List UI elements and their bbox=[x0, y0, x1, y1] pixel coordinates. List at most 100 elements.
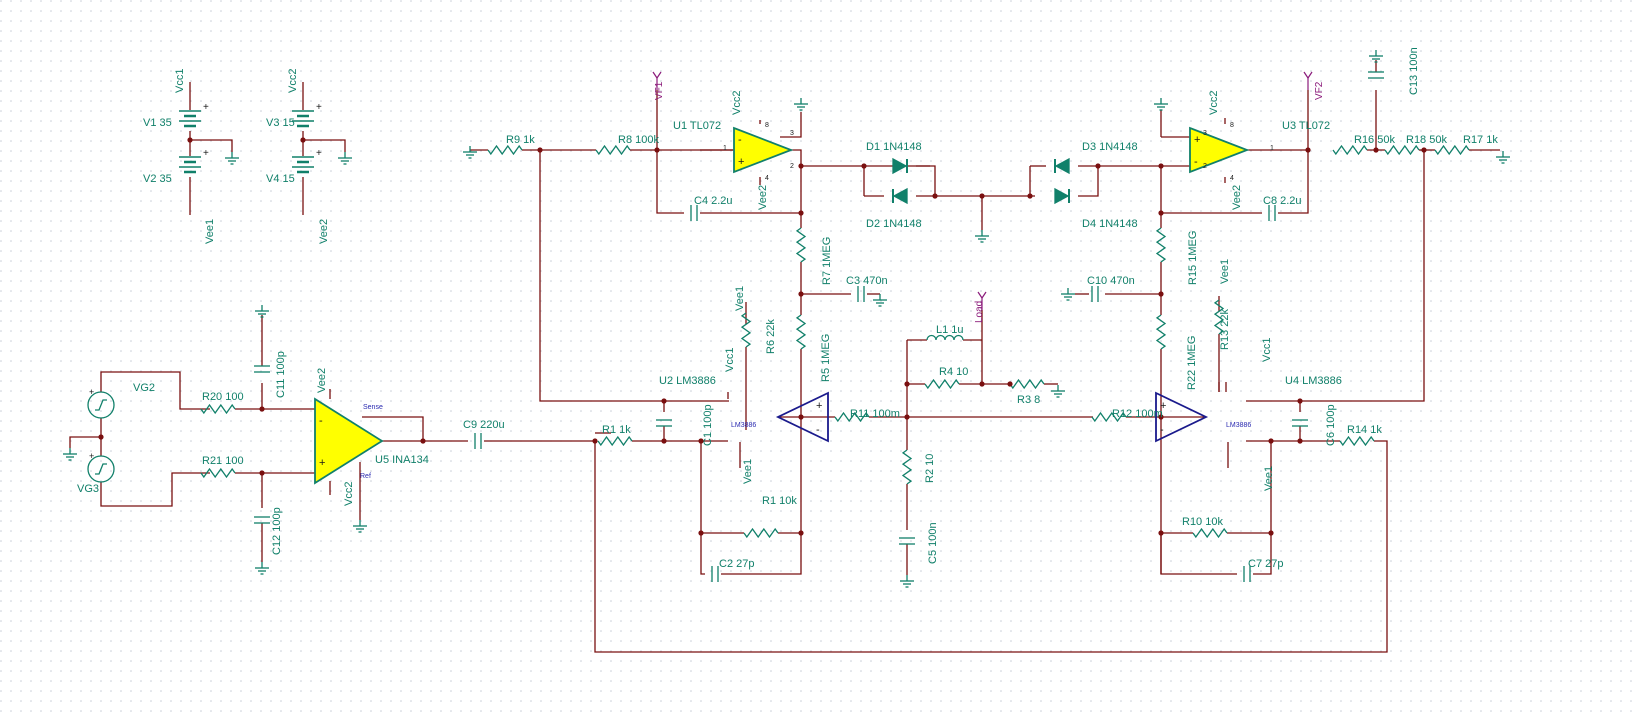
junction-dot bbox=[187, 137, 193, 143]
label-r16: R16 50k bbox=[1354, 134, 1395, 146]
resistor-r7 bbox=[795, 227, 807, 263]
label-u5-vee2: Vee2 bbox=[316, 368, 328, 393]
ina-pin-labels: Sense Ref bbox=[360, 404, 383, 480]
svg-text:+: + bbox=[816, 400, 822, 412]
resistor-r17 bbox=[1434, 144, 1470, 156]
junction-dot bbox=[592, 438, 598, 444]
junction-dot bbox=[904, 414, 910, 420]
label-r7: R7 1MEG bbox=[821, 237, 833, 285]
label-u4-vee1-top: Vee1 bbox=[1219, 259, 1231, 284]
label-v2: V2 35 bbox=[143, 173, 172, 185]
label-u1-vee2: Vee2 bbox=[757, 185, 769, 210]
label-c13: C13 100n bbox=[1408, 47, 1420, 95]
label-c2: C2 27p bbox=[719, 558, 754, 570]
u1-pin-4: 4 bbox=[765, 175, 769, 182]
resistor-r1b bbox=[743, 527, 779, 539]
capacitor-c8 bbox=[1268, 205, 1276, 221]
svg-text:+: + bbox=[316, 102, 322, 113]
junction-dot bbox=[904, 381, 910, 387]
label-d3: D3 1N4148 bbox=[1082, 141, 1138, 153]
label-l1: L1 1u bbox=[936, 324, 964, 336]
junction-dot bbox=[1158, 530, 1164, 536]
label-vcc2-top: Vcc2 bbox=[287, 69, 299, 93]
wire bbox=[69, 436, 101, 448]
svg-text:-: - bbox=[816, 424, 820, 436]
label-vg3: VG3 bbox=[77, 483, 99, 495]
opamp-u2: +- bbox=[775, 391, 829, 443]
label-u2-vee1-top: Vee1 bbox=[734, 286, 746, 311]
capacitor-c13 bbox=[1368, 71, 1384, 79]
label-d1: D1 1N4148 bbox=[866, 141, 922, 153]
diode-d3 bbox=[1054, 157, 1070, 175]
label-v3: V3 15 bbox=[266, 117, 295, 129]
capacitor-c6 bbox=[1292, 419, 1308, 427]
junction-dot bbox=[1305, 147, 1311, 153]
label-u5: U5 INA134 bbox=[375, 454, 429, 466]
pin-numbers: 1 3 2 8 4 3 2 1 8 4 bbox=[723, 122, 1274, 182]
junction-dot bbox=[300, 137, 306, 143]
resistor-r5 bbox=[795, 314, 807, 350]
capacitor-c1 bbox=[656, 419, 672, 427]
junction-dot bbox=[1007, 381, 1013, 387]
ground-r3 bbox=[1051, 385, 1065, 398]
wire bbox=[1270, 150, 1425, 402]
label-c11: C11 100p bbox=[275, 351, 287, 398]
wires bbox=[69, 60, 1500, 653]
junction-dot bbox=[1268, 530, 1274, 536]
diode-d4 bbox=[1054, 187, 1070, 205]
junction-dot bbox=[1373, 147, 1379, 153]
label-r1b: R1 10k bbox=[762, 495, 797, 507]
capacitor-c4 bbox=[690, 205, 698, 221]
battery-v1: + bbox=[179, 102, 209, 128]
ground-u3 bbox=[1154, 98, 1168, 111]
wire bbox=[1253, 533, 1272, 575]
resistor-r18 bbox=[1384, 144, 1420, 156]
resistor-r15 bbox=[1155, 227, 1167, 263]
label-r4: R4 10 bbox=[939, 366, 968, 378]
junction-dot bbox=[979, 381, 985, 387]
chip-labels: LM3886 LM3886 bbox=[731, 422, 1251, 429]
junction-dot bbox=[661, 438, 667, 444]
resistor-r2 bbox=[901, 449, 913, 485]
junction-dot bbox=[698, 438, 704, 444]
capacitor-c12 bbox=[254, 516, 270, 524]
label-u4-vee1-bottom: Vee1 bbox=[1263, 466, 1275, 491]
junction-dot bbox=[259, 470, 265, 476]
svg-text:+: + bbox=[203, 102, 209, 113]
ground-c12 bbox=[255, 562, 269, 575]
junction-dot bbox=[259, 406, 265, 412]
ground-c11 bbox=[255, 305, 269, 318]
u3-pin-3: 3 bbox=[1203, 130, 1207, 137]
svg-text:+: + bbox=[316, 148, 322, 159]
u3-pin-2: 2 bbox=[1203, 163, 1207, 170]
wire bbox=[780, 112, 802, 138]
svg-text:+: + bbox=[203, 148, 209, 159]
svg-text:+: + bbox=[1194, 134, 1200, 146]
u1-pin-2: 2 bbox=[790, 163, 794, 170]
svg-text:-: - bbox=[738, 134, 742, 146]
resistor-r12 bbox=[1091, 411, 1127, 423]
label-u3: U3 TL072 bbox=[1282, 120, 1330, 132]
opamp-u4: +- bbox=[1155, 391, 1209, 443]
resistor-r14 bbox=[1339, 435, 1375, 447]
svg-text:+: + bbox=[738, 156, 744, 168]
u1-pin-1: 1 bbox=[723, 145, 727, 152]
resistor-r22 bbox=[1155, 314, 1167, 350]
label-c3: C3 470n bbox=[846, 275, 888, 287]
label-v4: V4 15 bbox=[266, 173, 295, 185]
capacitor-c5 bbox=[899, 537, 915, 545]
junction-dot bbox=[798, 530, 804, 536]
svg-text:+: + bbox=[1160, 400, 1166, 412]
u3-pin-1: 1 bbox=[1270, 145, 1274, 152]
junction-dot bbox=[537, 147, 543, 153]
labels: Vcc1 V1 35 V2 35 Vee1 Vcc2 V3 15 V4 15 V… bbox=[77, 47, 1498, 570]
ground-u1 bbox=[794, 98, 808, 111]
probe-load bbox=[977, 291, 987, 310]
label-d2: D2 1N4148 bbox=[866, 218, 922, 230]
label-d4: D4 1N4148 bbox=[1082, 218, 1138, 230]
wire bbox=[362, 416, 424, 441]
resistor-r16 bbox=[1332, 144, 1368, 156]
label-r14: R14 1k bbox=[1347, 424, 1382, 436]
junction-dot bbox=[1158, 291, 1164, 297]
ground-c13 bbox=[1369, 50, 1383, 63]
